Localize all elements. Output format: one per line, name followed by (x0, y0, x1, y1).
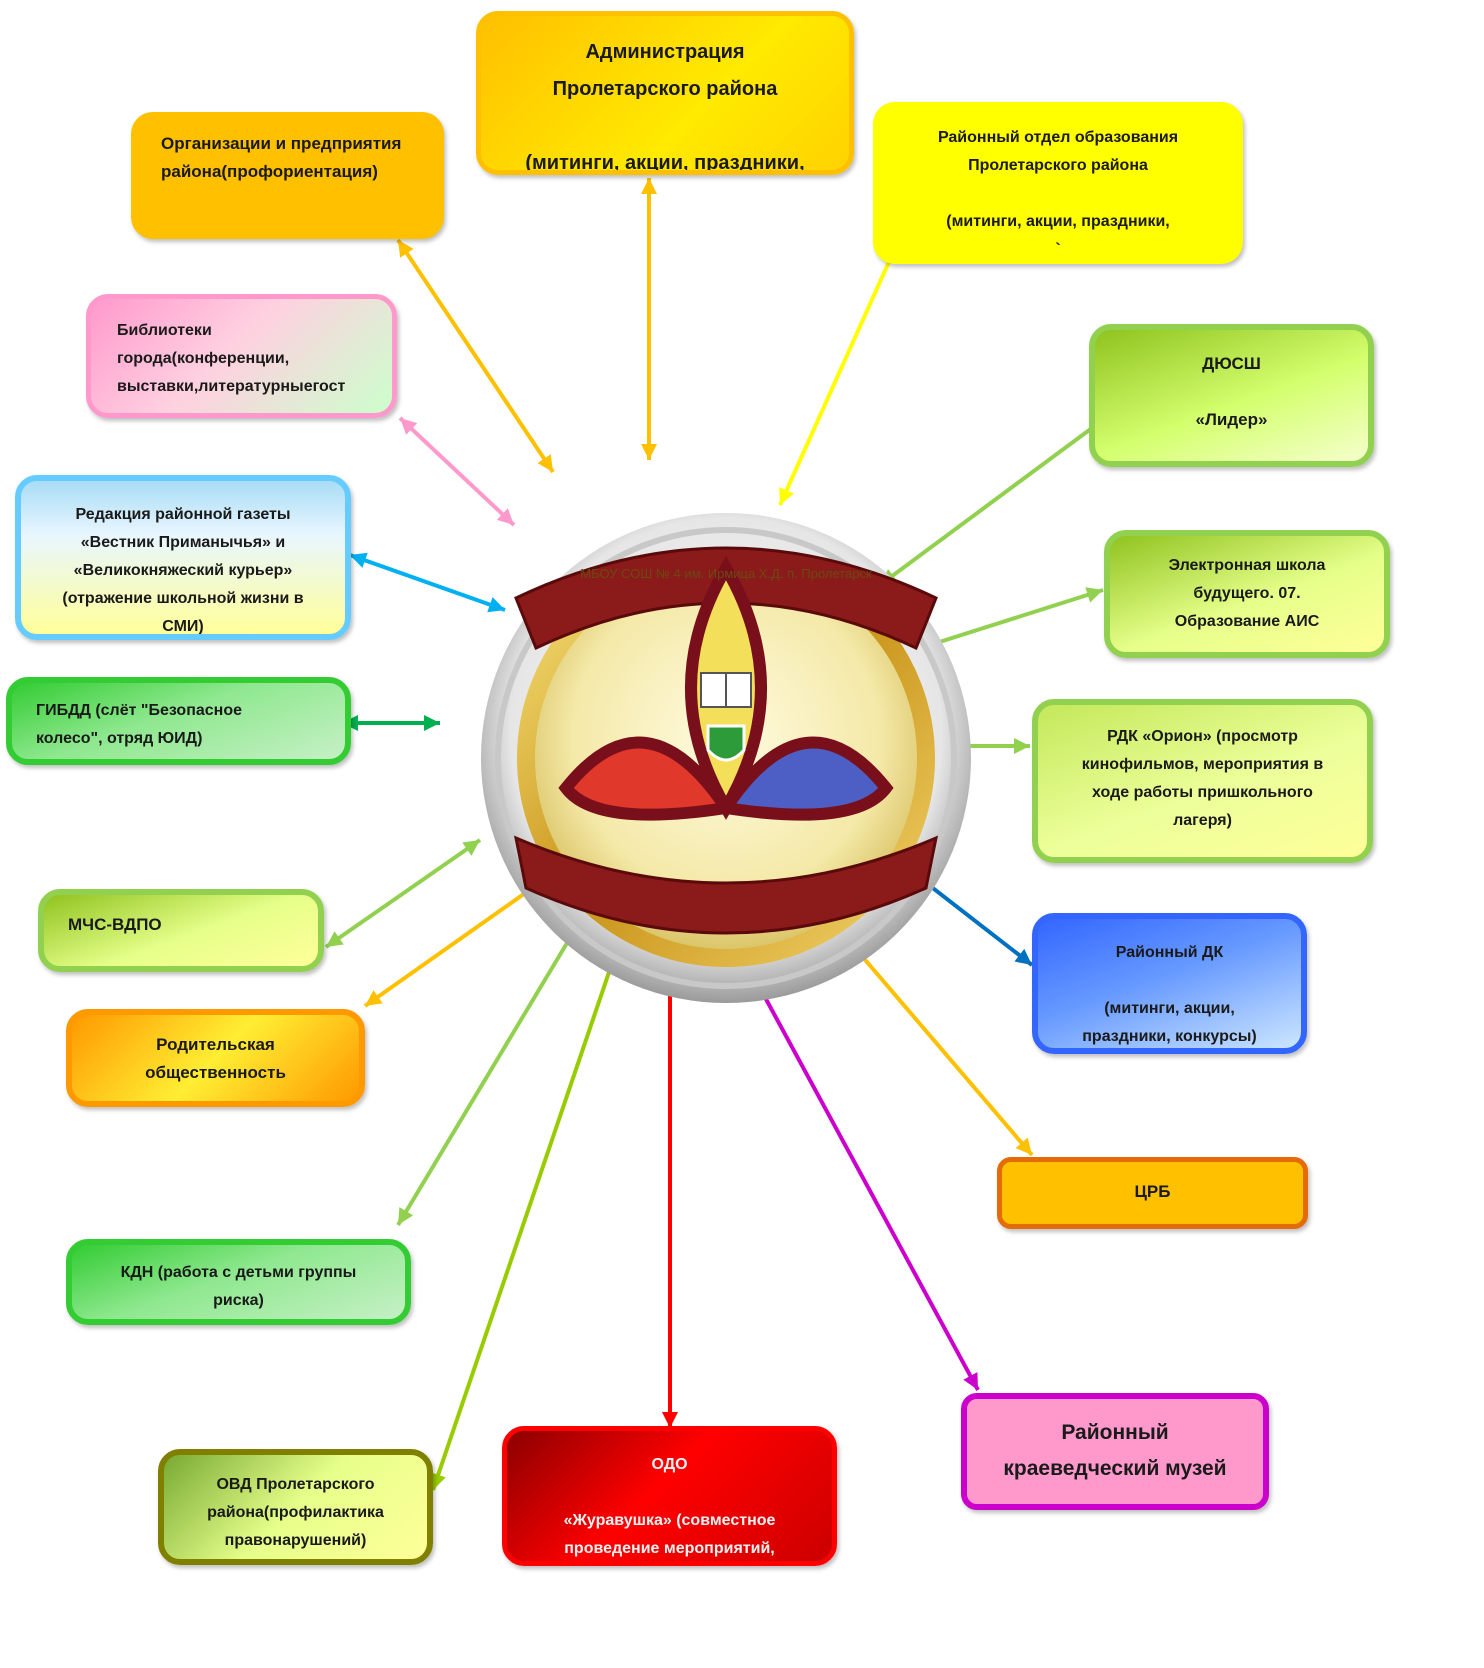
node-libraries-text: Библиотеки города(конференции, выставки,… (117, 322, 346, 395)
node-rono: Районный отдел образования Пролетарского… (873, 102, 1243, 264)
arrow-admin (641, 178, 657, 460)
node-libraries: Библиотеки города(конференции, выставки,… (86, 294, 397, 418)
arrow-org (396, 238, 555, 474)
emblem-right-petal (715, 736, 894, 821)
node-press: Редакция районной газеты «Вестник Приман… (15, 475, 351, 640)
emblem-top-text: МБОУ СОШ № 4 им. Ирмица Х.Д. п. Пролетар… (580, 566, 872, 581)
node-parents-text: Родительская общественность (145, 1035, 286, 1082)
node-district-dk: Районный ДК (митинги, акции, праздники, … (1032, 913, 1307, 1054)
node-rono-text: Районный отдел образования Пролетарского… (937, 129, 1179, 258)
school-emblem: МБОУ СОШ № 4 им. Ирмица Х.Д. п. Пролетар… (481, 513, 971, 1003)
node-museum: Районный краеведческий музей (961, 1393, 1269, 1510)
node-eschool-text: Электронная школа будущего. 07. Образова… (1168, 557, 1326, 630)
node-dyussh: ДЮСШ «Лидер» (1089, 324, 1374, 467)
node-rdk-orion: РДК «Орион» (просмотр кинофильмов, мероп… (1032, 699, 1373, 863)
node-museum-text: Районный краеведческий музей (1003, 1421, 1227, 1480)
emblem-bottom-ribbon (513, 835, 939, 935)
node-kdn-text: КДН (работа с детьми группы риска) (120, 1264, 357, 1309)
node-odo: ОДО «Журавушка» (совместное проведение м… (502, 1426, 837, 1566)
node-crb-text: ЦРБ (1134, 1182, 1171, 1201)
node-ovd-text: ОВД Пролетарского района(профилактика пр… (207, 1476, 384, 1549)
node-crb: ЦРБ (997, 1157, 1308, 1229)
node-eschool: Электронная школа будущего. 07. Образова… (1104, 530, 1390, 658)
node-admin-text: Администрация Пролетарского района (мити… (525, 41, 805, 174)
arrow-gibdd (342, 715, 440, 731)
node-parents: Родительская общественность (66, 1009, 365, 1107)
node-district-dk-text: Районный ДК (митинги, акции, праздники, … (1082, 944, 1257, 1045)
node-ovd: ОВД Пролетарского района(профилактика пр… (158, 1449, 433, 1565)
arrow-rono (778, 254, 894, 506)
arrow-ovd (430, 933, 625, 1491)
node-gibdd-text: ГИБДД (слёт "Безопасное колесо", отряд Ю… (36, 702, 242, 747)
emblem-left-petal (558, 736, 737, 821)
node-mchs: МЧС-ВДПО (38, 889, 324, 972)
arrow-press (349, 552, 506, 613)
node-rdk-orion-text: РДК «Орион» (просмотр кинофильмов, мероп… (1081, 728, 1324, 829)
node-mchs-text: МЧС-ВДПО (68, 915, 162, 934)
arrow-mchs (324, 838, 482, 949)
node-odo-text: ОДО «Журавушка» (совместное проведение м… (563, 1456, 776, 1557)
node-admin: Администрация Пролетарского района (мити… (476, 11, 854, 175)
arrow-lib (398, 416, 516, 527)
node-organizations: Организации и предприятия района(профори… (131, 112, 444, 239)
emblem-center-badge (706, 724, 746, 762)
node-press-text: Редакция районной газеты «Вестник Приман… (62, 506, 304, 635)
node-gibdd: ГИБДД (слёт "Безопасное колесо", отряд Ю… (6, 677, 351, 765)
node-kdn: КДН (работа с детьми группы риска) (66, 1239, 411, 1325)
node-organizations-text: Организации и предприятия района(профори… (161, 134, 402, 181)
node-dyussh-text: ДЮСШ «Лидер» (1195, 354, 1268, 429)
